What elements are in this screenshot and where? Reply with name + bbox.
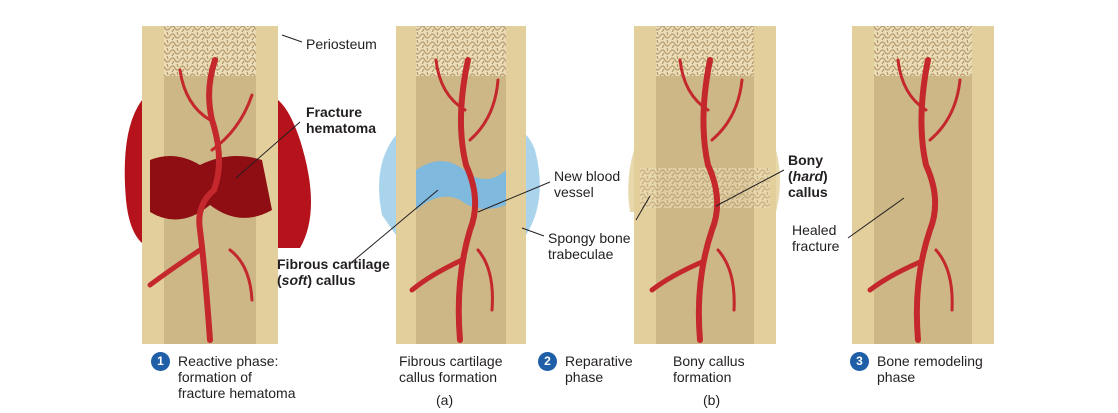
- label-line: (soft) callus: [277, 272, 390, 288]
- label-emphasis: hard: [792, 168, 824, 184]
- label-part: ): [823, 168, 828, 184]
- caption-soft-callus-formation: Fibrous cartilage callus formation: [399, 353, 503, 385]
- caption-line: formation: [673, 369, 732, 385]
- label-line: Fibrous cartilage: [277, 256, 390, 272]
- soft-callus-band: [416, 161, 506, 210]
- fracture-clot: [150, 156, 272, 220]
- label-line: hematoma: [306, 120, 377, 136]
- caption-line: callus formation: [399, 369, 498, 385]
- label-emphasis: soft: [281, 272, 308, 288]
- caption-line: phase: [877, 369, 916, 385]
- blood-vessel: [649, 57, 744, 343]
- step-1-badge: 1: [151, 352, 170, 371]
- callus-trabeculae: [640, 168, 770, 208]
- label-spongy-bone: Spongy bone trabeculae: [548, 230, 631, 262]
- caption-line: Fibrous cartilage: [399, 353, 503, 369]
- label-new-blood-vessel: New blood vessel: [554, 168, 620, 200]
- label-soft-callus: Fibrous cartilage (soft) callus: [277, 256, 390, 288]
- panel-hard-callus: [628, 26, 780, 344]
- caption-line: phase: [565, 369, 604, 385]
- step-2-badge: 2: [538, 352, 557, 371]
- blood-vessel: [147, 57, 254, 343]
- label-line: Healed: [792, 222, 837, 238]
- blood-vessel: [867, 57, 962, 343]
- label-part: ) callus: [307, 272, 356, 288]
- label-periosteum: Periosteum: [306, 36, 377, 52]
- label-line: vessel: [554, 184, 594, 200]
- caption-line: fracture hematoma: [178, 385, 296, 401]
- label-line: New blood: [554, 168, 621, 184]
- label-fracture-hematoma: Fracture hematoma: [306, 104, 376, 136]
- caption-line: Reactive phase:: [178, 353, 279, 369]
- label-line: Fracture: [306, 104, 363, 120]
- label-line: (hard): [788, 168, 828, 184]
- label-healed-fracture: Healed fracture: [792, 222, 839, 254]
- caption-line: Bone remodeling: [877, 353, 983, 369]
- step-3-badge: 3: [850, 352, 869, 371]
- panel-soft-callus: [379, 26, 540, 344]
- caption-remodeling-phase: Bone remodeling phase: [877, 353, 983, 385]
- leader-lines: [235, 34, 905, 263]
- spongy-bone: [874, 26, 972, 76]
- spongy-bone: [656, 26, 754, 76]
- label-line: fracture: [792, 238, 840, 254]
- label-line: Spongy bone: [548, 230, 631, 246]
- label-hard-callus: Bony (hard) callus: [788, 152, 828, 200]
- label-line: trabeculae: [548, 246, 614, 262]
- caption-line: formation of: [178, 369, 252, 385]
- panel-reactive: [124, 26, 311, 344]
- caption-line: Bony callus: [673, 353, 745, 369]
- label-line: Bony: [788, 152, 823, 168]
- label-part: (: [277, 272, 282, 288]
- spongy-bone: [416, 26, 506, 76]
- caption-reparative-phase: Reparative phase: [565, 353, 633, 385]
- blood-vessel: [409, 57, 500, 343]
- caption-bony-callus-formation: Bony callus formation: [673, 353, 745, 385]
- caption-reactive-phase: Reactive phase: formation of fracture he…: [178, 353, 296, 401]
- caption-line: Reparative: [565, 353, 633, 369]
- part-label-a: (a): [436, 392, 454, 408]
- panel-remodeling: [852, 26, 994, 344]
- part-label-b: (b): [703, 392, 721, 408]
- label-part: (: [788, 168, 793, 184]
- label-line: callus: [788, 184, 828, 200]
